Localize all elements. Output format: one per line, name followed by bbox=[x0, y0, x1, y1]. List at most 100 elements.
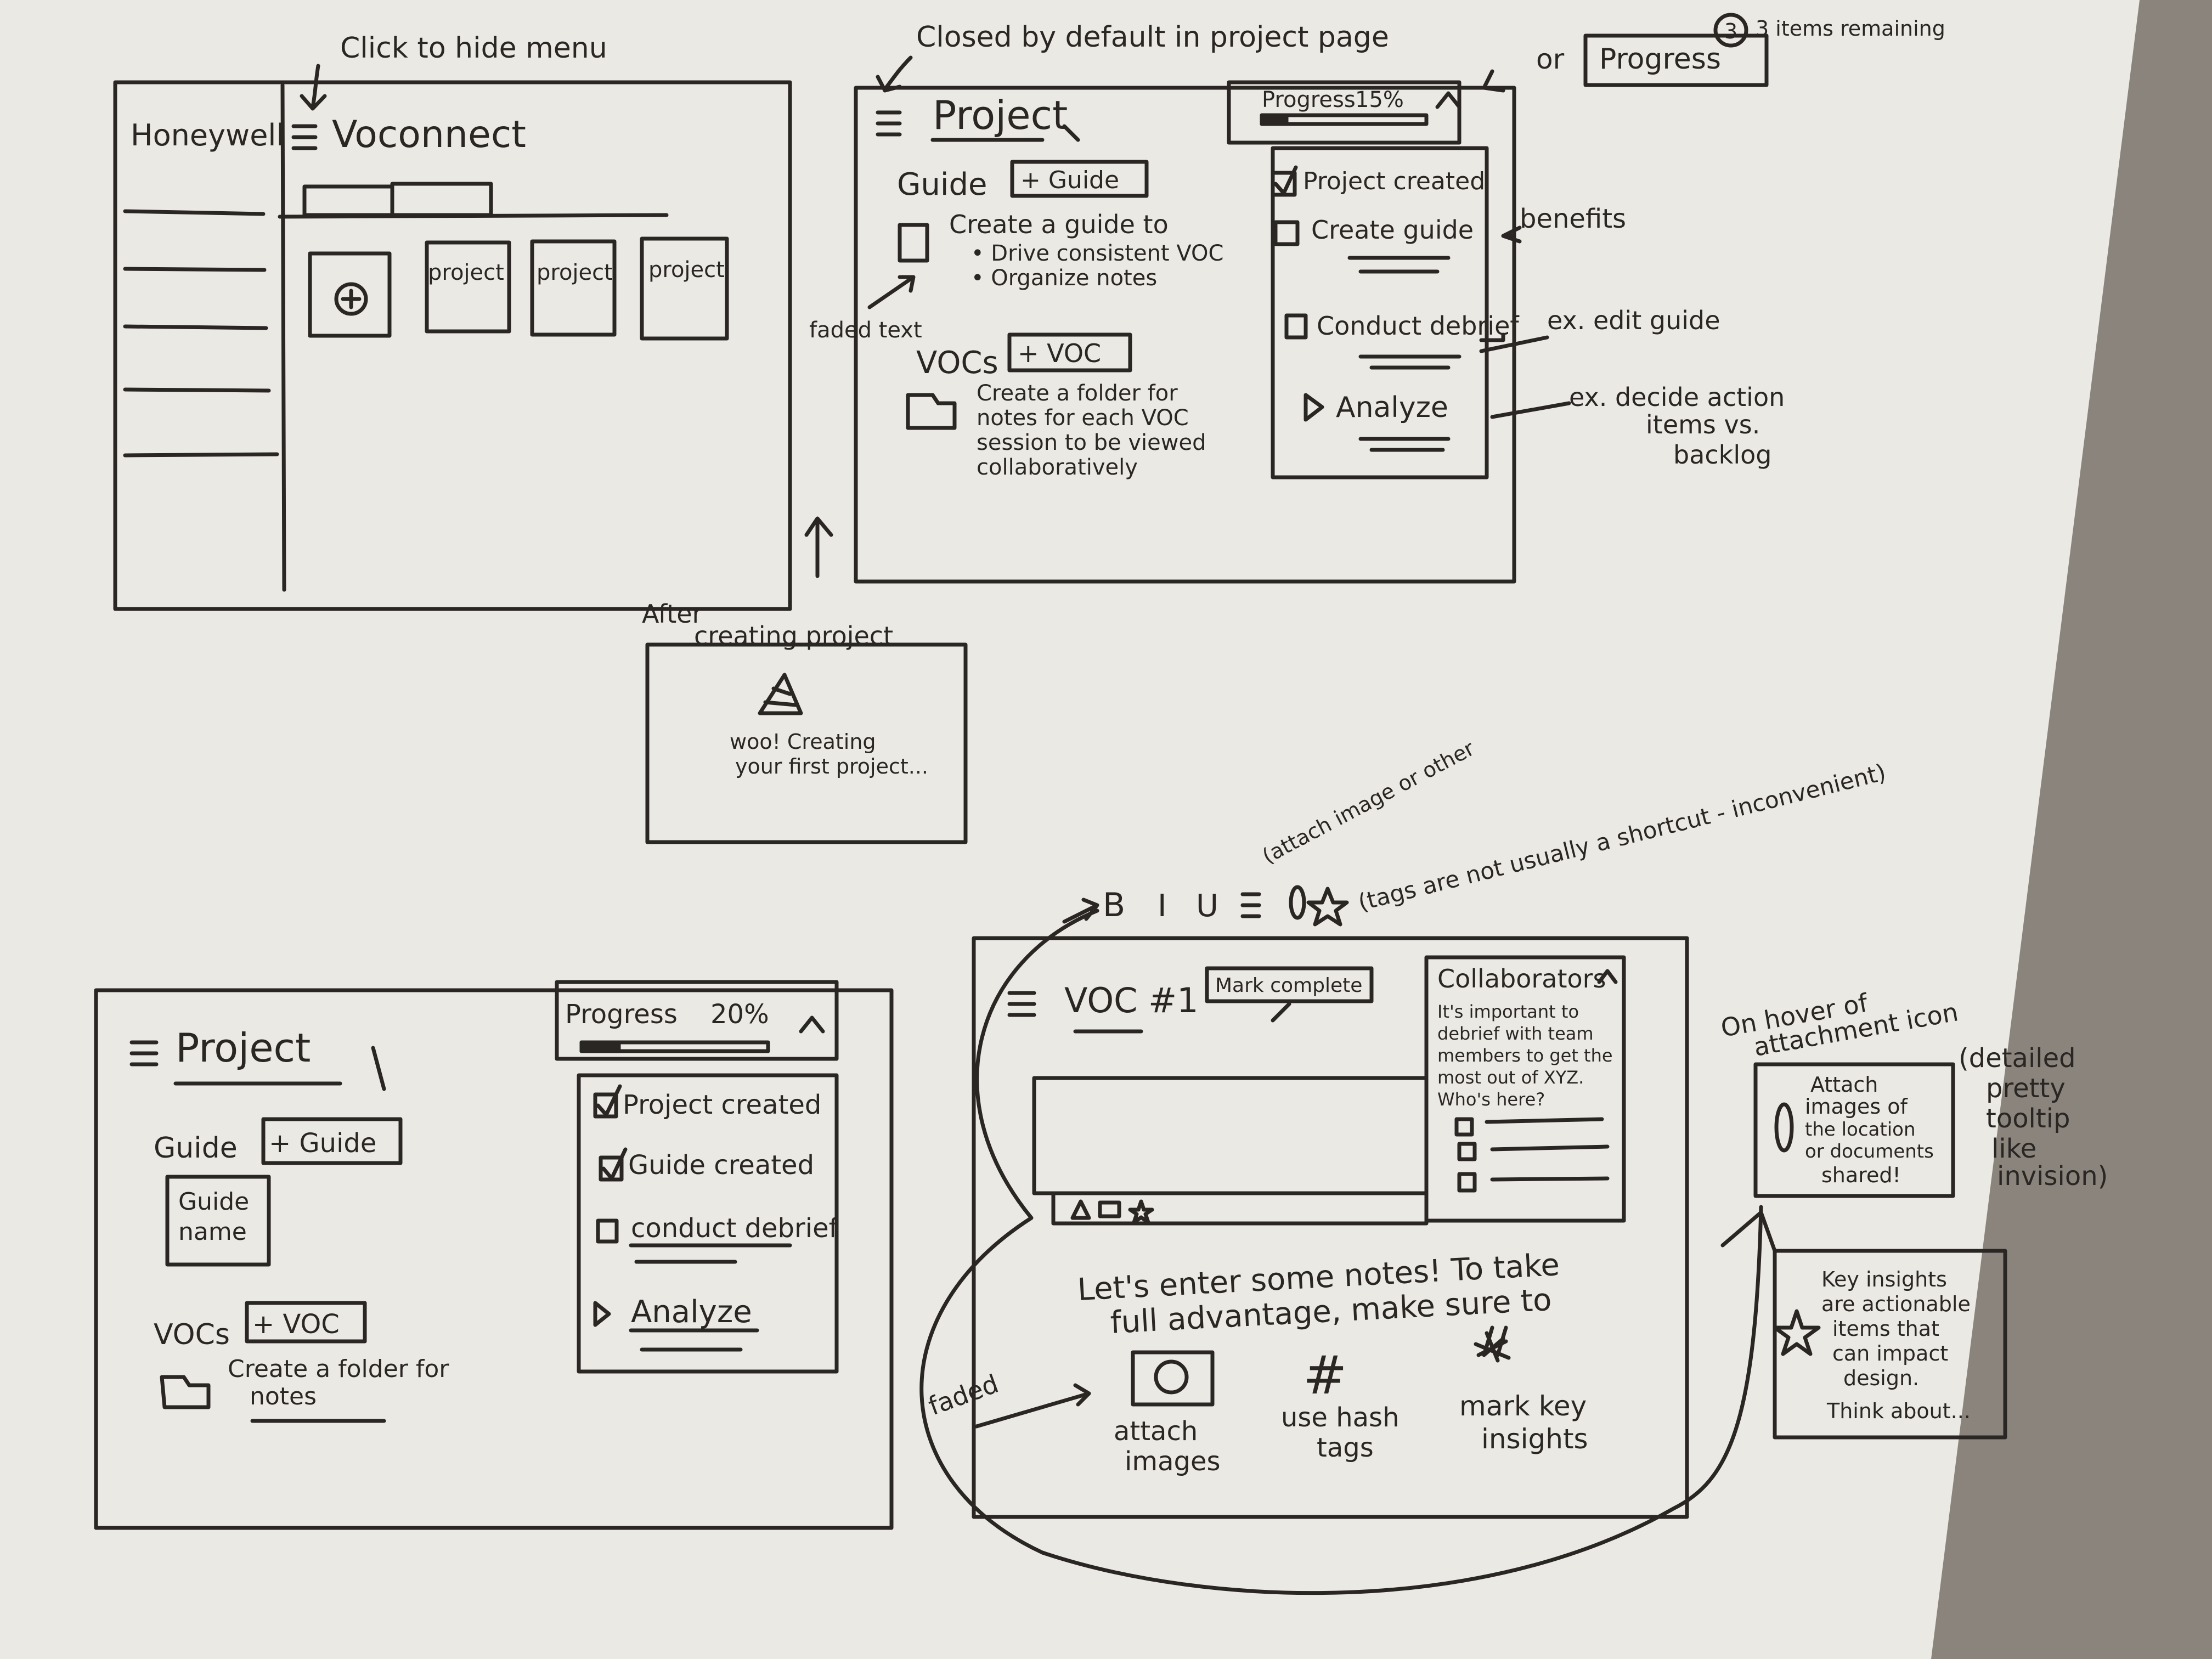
checklist-item[interactable]: Project created bbox=[1271, 165, 1485, 197]
alt-progress-label: Progress bbox=[1599, 43, 1721, 76]
star-icon[interactable] bbox=[1128, 1199, 1154, 1224]
svg-text:attach: attach bbox=[1114, 1416, 1198, 1447]
edit-pencil-icon[interactable] bbox=[173, 1046, 386, 1091]
voc-description: notes bbox=[250, 1383, 317, 1410]
sketch-project-page-guide: Project Guide + Guide Guide name VOCs + … bbox=[94, 980, 894, 1530]
svg-text:Create guide: Create guide bbox=[1311, 215, 1474, 245]
camera-icon[interactable] bbox=[1098, 1200, 1121, 1218]
bold-icon[interactable]: B bbox=[1103, 886, 1125, 924]
annotation-action-items: backlog bbox=[1673, 440, 1771, 470]
annotation-arrow bbox=[1482, 69, 1505, 93]
chevron-up-icon[interactable] bbox=[1435, 91, 1462, 109]
project-card[interactable] bbox=[640, 236, 729, 341]
collaborators-panel bbox=[1424, 955, 1626, 1223]
voc-description: notes for each VOC bbox=[977, 405, 1189, 431]
attachment-icon bbox=[1774, 1102, 1794, 1153]
progress-bar-fill bbox=[579, 1040, 621, 1053]
chevron-up-icon[interactable] bbox=[799, 1015, 825, 1034]
alt-progress-button[interactable] bbox=[1583, 33, 1769, 87]
annotation-tooltip: pretty bbox=[1986, 1073, 2066, 1104]
checklist-item[interactable]: Create guide bbox=[1273, 215, 1474, 274]
underline-icon[interactable]: U bbox=[1196, 888, 1218, 924]
checklist-panel bbox=[577, 1073, 839, 1374]
formatting-toolbar: B I U bbox=[1103, 885, 1349, 927]
add-voc-button[interactable] bbox=[245, 1301, 367, 1344]
collaborators-description: It's important to bbox=[1437, 1001, 1579, 1022]
project-frame bbox=[854, 86, 1516, 584]
guide-card[interactable] bbox=[165, 1175, 271, 1267]
hamburger-menu-icon[interactable] bbox=[876, 110, 902, 137]
modal-message: woo! Creating bbox=[730, 730, 876, 754]
vocs-label: VOCs bbox=[154, 1318, 230, 1351]
annotation-curve bbox=[919, 909, 1763, 1595]
tip-hashtags: # use hash tags bbox=[1281, 1345, 1399, 1463]
tooltip-text: shared! bbox=[1821, 1163, 1901, 1187]
checklist-item[interactable]: Conduct debrief bbox=[1284, 311, 1520, 370]
notes-editor[interactable] bbox=[1032, 1076, 1429, 1195]
voc-title: VOC #1 bbox=[1064, 980, 1199, 1020]
annotation-or: or bbox=[1536, 43, 1565, 75]
annotation-tooltip: like bbox=[1991, 1133, 2036, 1164]
annotation-faded: faded bbox=[924, 1369, 1002, 1421]
project-card[interactable] bbox=[425, 240, 511, 334]
annotation-attach: (attach image or other bbox=[1259, 736, 1479, 868]
annotation-arrow bbox=[804, 516, 833, 578]
mark-complete-button[interactable] bbox=[1205, 966, 1374, 1003]
annotation-tooltip: (detailed bbox=[1959, 1043, 2076, 1074]
checklist-item[interactable]: Analyze bbox=[593, 1294, 759, 1352]
checklist-item[interactable]: Project created bbox=[593, 1084, 821, 1120]
progress-label: Progress bbox=[1262, 87, 1356, 112]
add-guide-button[interactable] bbox=[261, 1117, 403, 1165]
annotation-tick bbox=[1271, 1002, 1291, 1023]
edit-pencil-icon[interactable] bbox=[930, 124, 1080, 142]
add-guide-button[interactable] bbox=[1010, 160, 1149, 198]
tooltip-text: items that bbox=[1832, 1317, 1939, 1341]
annotation-faded-text: faded text bbox=[809, 318, 922, 343]
add-voc-button[interactable] bbox=[1007, 332, 1132, 373]
tag-icon[interactable] bbox=[1070, 1199, 1091, 1220]
annotation-action-items: items vs. bbox=[1646, 410, 1760, 439]
checklist-item[interactable]: Guide created bbox=[599, 1147, 814, 1182]
annotation-tooltip: tooltip bbox=[1986, 1103, 2070, 1134]
project-card[interactable] bbox=[530, 239, 617, 337]
creating-modal bbox=[645, 642, 968, 844]
collaborator-checkbox[interactable] bbox=[1457, 1142, 1610, 1161]
voc-description: session to be viewed bbox=[977, 430, 1206, 455]
checklist-item[interactable]: conduct debrief bbox=[596, 1213, 839, 1264]
hamburger-menu-icon[interactable] bbox=[291, 124, 318, 150]
progress-header[interactable] bbox=[1227, 80, 1462, 145]
add-project-card[interactable] bbox=[308, 251, 392, 338]
svg-text:Conduct debrief: Conduct debrief bbox=[1317, 311, 1520, 341]
attachment-icon[interactable] bbox=[1289, 885, 1306, 920]
sketch-creating-modal: After creating project woo! Creating you… bbox=[642, 599, 968, 844]
hamburger-menu-icon[interactable] bbox=[129, 1040, 159, 1066]
list-icon[interactable] bbox=[1240, 892, 1261, 918]
guide-name: name bbox=[178, 1218, 247, 1246]
star-icon[interactable] bbox=[1306, 887, 1349, 927]
add-voc-button-label: + VOC bbox=[1018, 338, 1101, 368]
tab-2[interactable] bbox=[390, 182, 493, 217]
annotation-arrow bbox=[1501, 225, 1522, 244]
svg-text:Project created: Project created bbox=[623, 1090, 821, 1120]
guide-description: • Organize notes bbox=[971, 266, 1157, 291]
checklist-item[interactable]: Analyze bbox=[1304, 391, 1451, 452]
hashtag-icon: # bbox=[1303, 1345, 1347, 1406]
project-card-label: project bbox=[428, 260, 504, 285]
tooltip-text: Key insights bbox=[1821, 1267, 1947, 1291]
italic-icon[interactable]: I bbox=[1158, 888, 1167, 924]
collaborator-checkbox[interactable] bbox=[1454, 1117, 1604, 1137]
voc-frame bbox=[972, 936, 1689, 1519]
annotation-hide-menu: Click to hide menu bbox=[340, 32, 607, 65]
annotation-closed-default: Closed by default in project page bbox=[916, 21, 1389, 54]
hamburger-menu-icon[interactable] bbox=[1007, 991, 1036, 1017]
folder-icon bbox=[160, 1375, 211, 1409]
svg-text:conduct debrief: conduct debrief bbox=[631, 1213, 839, 1244]
guide-name: Guide bbox=[178, 1188, 249, 1216]
svg-text:tags: tags bbox=[1317, 1432, 1374, 1463]
tab-1[interactable] bbox=[302, 184, 394, 217]
progress-header[interactable] bbox=[555, 980, 839, 1061]
chevron-up-icon[interactable] bbox=[1597, 969, 1618, 984]
collaborator-checkbox[interactable] bbox=[1457, 1172, 1610, 1193]
tip-key-insights: mark key insights bbox=[1459, 1331, 1588, 1455]
tooltip-text: design. bbox=[1843, 1366, 1919, 1390]
